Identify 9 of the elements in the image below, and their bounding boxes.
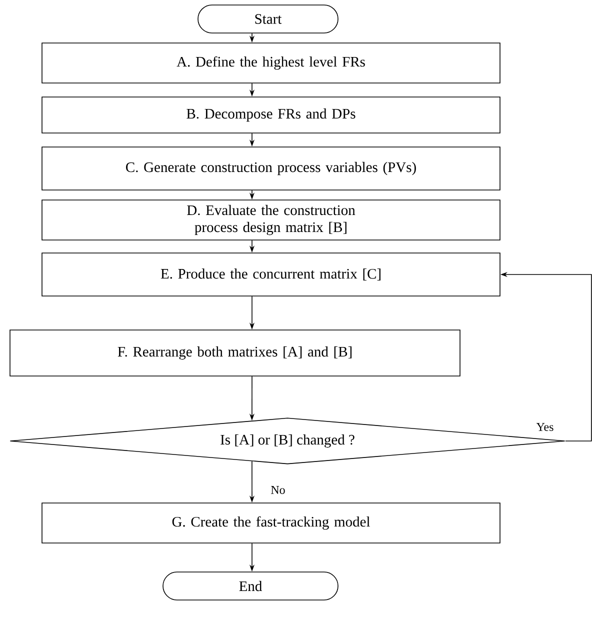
edge-label: No: [270, 485, 286, 495]
process-box: G. Create the fast-tracking model: [42, 502, 500, 544]
process-box: E. Produce the concurrent matrix [C]: [42, 252, 500, 296]
edge-label: Yes: [535, 422, 555, 432]
process-box: A. Define the highest level FRs: [42, 42, 500, 84]
process-box: B. Decompose FRs and DPs: [42, 96, 500, 134]
process-box: D. Evaluate the construction process design matrix [B]: [42, 200, 500, 240]
process-box: C. Generate construction process variables (PVs): [42, 146, 500, 190]
process-box: F. Rearrange both matrixes [A] and [B]: [10, 330, 460, 376]
